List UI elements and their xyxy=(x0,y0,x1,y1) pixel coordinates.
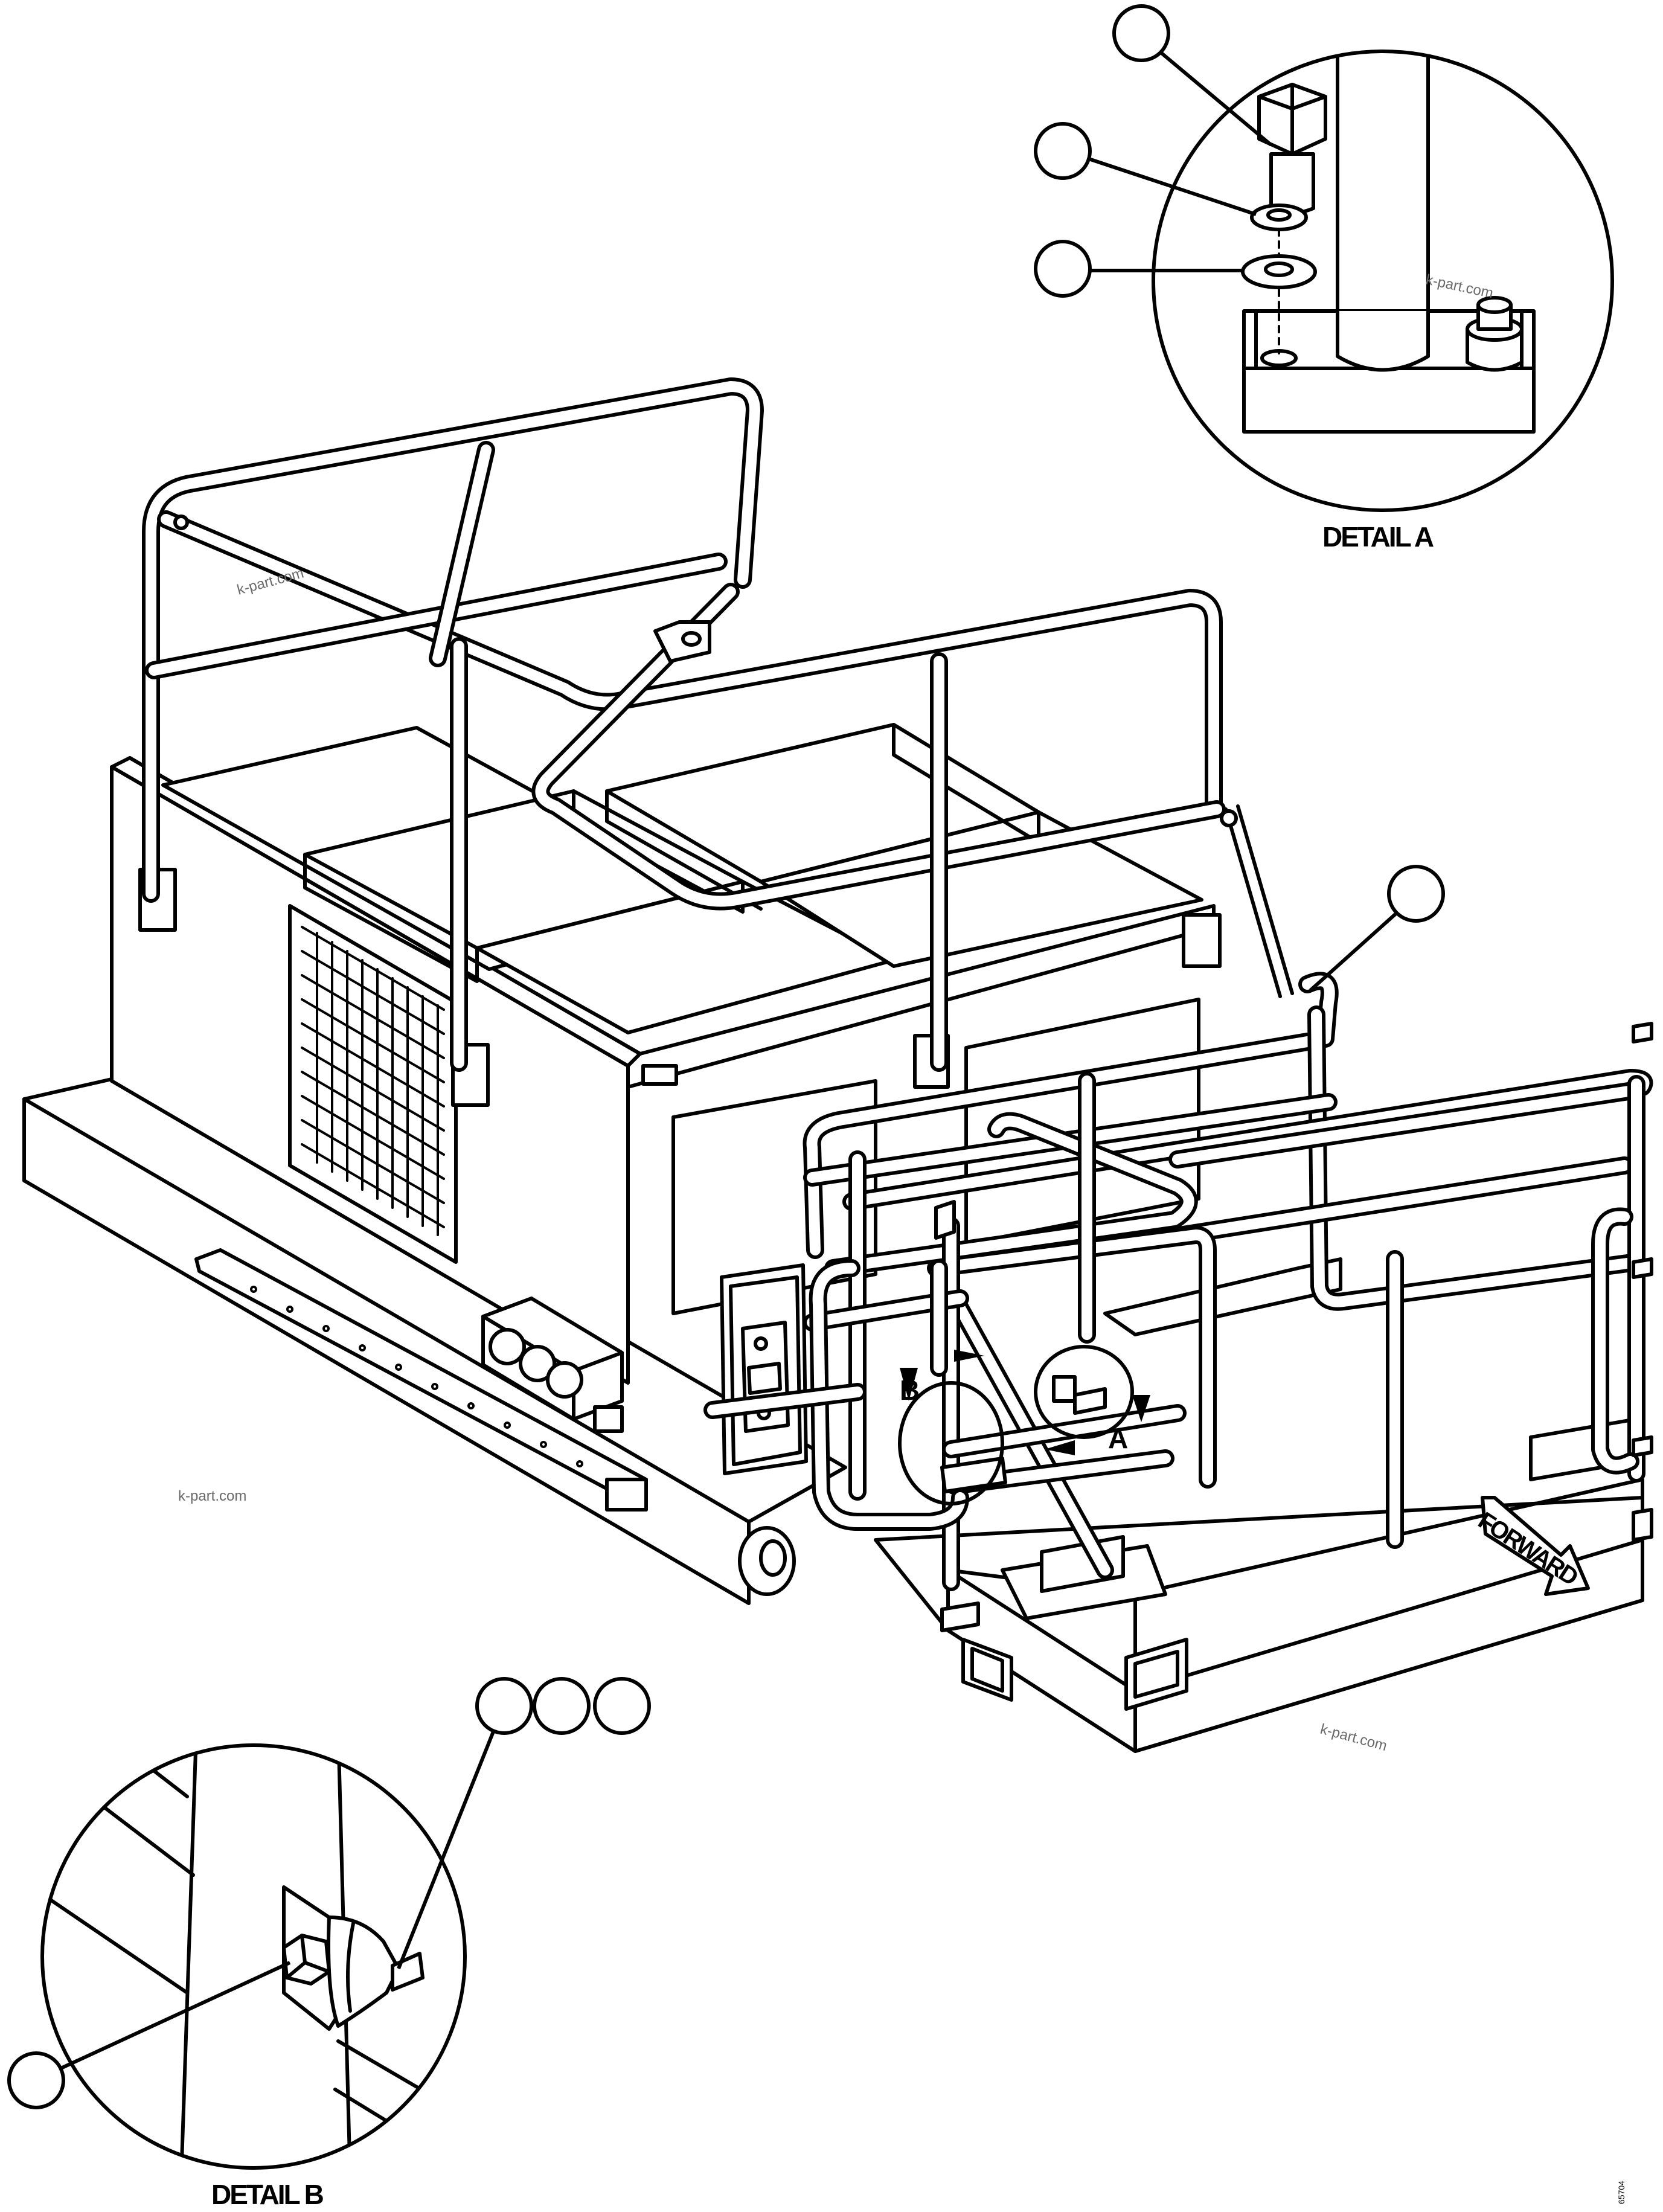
main-assembly: B A k-part.com k-part.com k-part.com xyxy=(22,377,1653,1754)
detail-a-callouts xyxy=(1034,4,1272,298)
detail-b-label: DETAIL B xyxy=(211,2179,324,2210)
callout-main-bubble xyxy=(1387,865,1445,923)
callout-b2-bubble xyxy=(533,1677,591,1735)
main-callout xyxy=(1309,865,1445,992)
watermark: k-part.com xyxy=(1318,1721,1388,1754)
detail-b-callouts xyxy=(7,1677,651,2109)
watermark: k-part.com xyxy=(1424,271,1495,301)
upper-railing xyxy=(142,377,1294,1072)
forward-railing xyxy=(803,972,1653,1591)
callout-a2-bubble xyxy=(1034,122,1092,180)
detail-b-view: DETAIL B xyxy=(40,1743,467,2210)
callout-a1-bubble xyxy=(1112,4,1170,62)
callout-b1-bubble xyxy=(475,1677,533,1735)
callout-b4-bubble xyxy=(7,2051,65,2109)
detail-a-label: DETAIL A xyxy=(1322,521,1434,553)
watermark: k-part.com xyxy=(178,1488,246,1504)
detail-a-view: k-part.com DETAIL A xyxy=(1152,50,1614,553)
drawing-number: 65704 xyxy=(1617,2181,1626,2204)
rotation-b-label: B xyxy=(900,1374,919,1406)
callout-a3-bubble xyxy=(1034,240,1092,298)
callout-b3-bubble xyxy=(593,1677,651,1735)
rotation-a-label: A xyxy=(1108,1423,1127,1454)
